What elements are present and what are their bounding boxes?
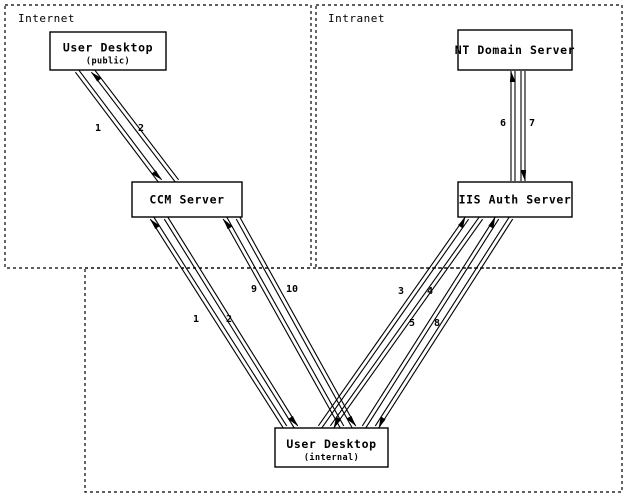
flow-line-flow-4-0 (333, 218, 484, 429)
zone-internal-zone (84, 267, 623, 493)
step-number-labels: 1 2 6 7 1 2 9 10 3 4 5 8 (95, 118, 535, 329)
flow-line-flow-2-internal-0 (167, 216, 299, 427)
node-title-ccm-server: CCM Server (149, 193, 224, 207)
node-nt-domain-server[interactable]: NT Domain Server (455, 29, 575, 71)
arrow-head-flow-7-nt-to-iis (520, 170, 527, 181)
node-box-iis-auth-server[interactable] (457, 181, 573, 218)
step-label-flow-2-public: 2 (138, 123, 144, 134)
node-title-nt-domain-server: NT Domain Server (455, 43, 575, 57)
flow-flow-8 (374, 216, 514, 429)
arrow-head-flow-5 (488, 216, 496, 229)
flow-arrows (74, 69, 527, 429)
zone-label-internet: Internet (18, 12, 75, 25)
step-label-flow-3: 3 (398, 286, 404, 297)
step-label-flow-1-public: 1 (95, 123, 101, 134)
flow-flow-6-iis-to-nt (509, 71, 516, 181)
flow-line-flow-9-1 (226, 216, 345, 427)
step-label-flow-2-internal: 2 (226, 314, 232, 325)
step-label-flow-5: 5 (409, 318, 415, 329)
step-label-flow-7-nt-to-iis: 7 (529, 118, 535, 129)
flow-line-flow-1-public-0 (78, 69, 163, 181)
zone-boundaries: Internet Intranet (4, 4, 623, 493)
node-user-desktop-public[interactable]: User Desktop(public) (49, 31, 167, 71)
arrow-head-flow-2-internal (287, 415, 298, 426)
node-subtitle-user-desktop-public: (public) (86, 56, 130, 67)
step-label-flow-4: 4 (427, 286, 433, 297)
arrow-head-flow-3 (458, 216, 466, 229)
step-label-flow-9: 9 (251, 284, 257, 295)
flow-line-flow-10-1 (235, 218, 353, 429)
flow-flow-4 (329, 216, 484, 429)
flow-flow-5 (361, 216, 500, 429)
arrow-head-flow-6-iis-to-nt (509, 71, 516, 82)
node-title-iis-auth-server: IIS Auth Server (459, 193, 572, 207)
flow-flow-1-public (74, 69, 163, 183)
flow-flow-9 (222, 216, 345, 429)
flow-line-flow-9-0 (222, 218, 341, 429)
flow-line-flow-3-1 (321, 218, 470, 429)
node-box-nt-domain-server[interactable] (457, 29, 573, 71)
flow-line-flow-8-0 (378, 218, 514, 429)
step-label-flow-6-iis-to-nt: 6 (500, 118, 506, 129)
flow-flow-3 (317, 216, 470, 429)
flow-line-flow-1-public-1 (74, 71, 159, 183)
flow-line-flow-2-internal-1 (163, 218, 295, 429)
step-label-flow-8: 8 (434, 318, 440, 329)
flow-line-flow-1-internal-1 (153, 216, 288, 427)
flow-line-flow-2-public-1 (94, 69, 180, 181)
node-ccm-server[interactable]: CCM Server (131, 181, 243, 218)
step-label-flow-10: 10 (286, 284, 298, 295)
flow-flow-1-internal (149, 216, 288, 429)
flow-line-flow-4-1 (329, 216, 480, 427)
flow-flow-2-public (90, 69, 180, 183)
node-box-user-desktop-public[interactable] (49, 31, 167, 71)
node-title-user-desktop-internal: User Desktop (286, 437, 376, 451)
flow-line-flow-2-public-0 (90, 71, 176, 183)
flow-flow-7-nt-to-iis (520, 71, 527, 181)
flow-flow-2-internal (163, 216, 299, 429)
arrow-head-flow-8 (378, 416, 386, 429)
arrow-head-flow-9 (223, 218, 233, 230)
flow-line-flow-10-0 (239, 216, 357, 427)
flow-line-flow-1-internal-0 (149, 218, 284, 429)
flow-flow-10 (235, 216, 357, 429)
arrow-head-flow-1-public (151, 170, 162, 180)
flow-line-flow-5-0 (361, 216, 496, 427)
node-iis-auth-server[interactable]: IIS Auth Server (457, 181, 573, 218)
flow-line-flow-3-0 (317, 216, 466, 427)
step-label-flow-1-internal: 1 (193, 314, 199, 325)
arrow-head-flow-10 (346, 415, 356, 427)
node-title-user-desktop-public: User Desktop (63, 41, 153, 55)
zone-label-intranet: Intranet (328, 12, 385, 25)
arrow-head-flow-2-public (91, 72, 102, 82)
flow-line-flow-5-1 (365, 218, 500, 429)
flow-line-flow-8-1 (374, 216, 510, 427)
node-subtitle-user-desktop-internal: (internal) (304, 452, 359, 463)
node-box-ccm-server[interactable] (131, 181, 243, 218)
node-box-user-desktop-internal[interactable] (274, 427, 389, 468)
arrow-head-flow-4 (333, 416, 341, 429)
zone-boundary-internal-zone (84, 267, 623, 493)
node-user-desktop-internal[interactable]: User Desktop(internal) (274, 427, 389, 468)
arrow-head-flow-1-internal (150, 219, 161, 229)
